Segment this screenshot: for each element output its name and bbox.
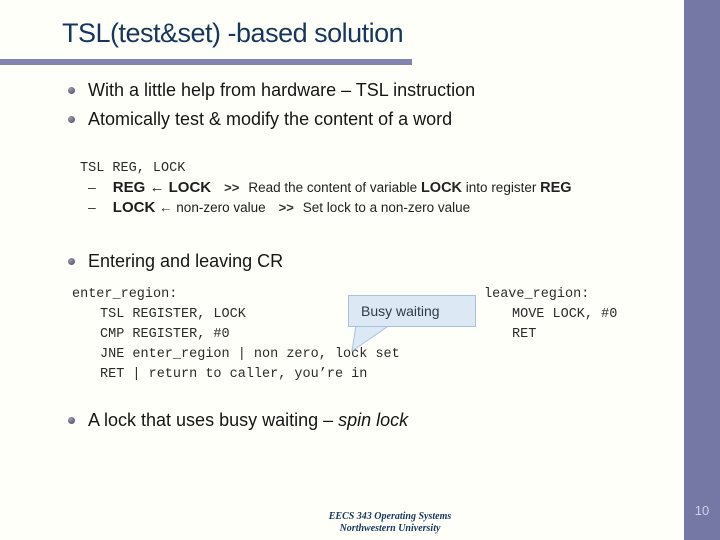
code-line: RET | return to caller, you’re in (100, 367, 368, 382)
spin-lock-label: A lock that uses busy waiting – spin loc… (88, 410, 408, 431)
bullet-atomic-label: Atomically test & modify the content of … (88, 109, 453, 129)
code-line: TSL REGISTER, LOCK (100, 307, 246, 322)
code-line: CMP REGISTER, #0 (100, 327, 230, 342)
bullet-icon (68, 87, 75, 94)
callout-tail (351, 324, 392, 352)
desc-reg-keyword: REG (540, 180, 572, 196)
tsl-set-description: Set lock to a non-zero value (302, 200, 471, 215)
tsl-lhs-lock-nonzero: LOCK ← non-zero value (113, 199, 266, 216)
desc-part: into register (462, 180, 541, 195)
footer-course: EECS 343 Operating Systems (328, 511, 452, 522)
spin-lock-prefix: A lock that uses busy waiting – (88, 410, 339, 430)
tsl-read-description: Read the content of variable LOCK into r… (248, 180, 571, 196)
enter-region-code: enter_region: TSL REGISTER, LOCK CMP REG… (72, 285, 400, 385)
right-accent-bar: 10 (684, 0, 720, 540)
sub-dash: – (88, 179, 96, 195)
note-marker: >> (278, 200, 294, 215)
bullet-spin-lock: A lock that uses busy waiting – spin loc… (68, 410, 408, 431)
cr-heading-label: Entering and leaving CR (88, 251, 284, 271)
bullet-icon (68, 116, 75, 123)
tsl-explain-read: – REG ← LOCK >> Read the content of vari… (88, 179, 572, 196)
bullet-icon (68, 258, 75, 265)
note-marker: >> (224, 180, 240, 195)
bullet-icon (68, 417, 75, 424)
desc-lock-keyword: LOCK (420, 180, 463, 196)
desc-part: Read the content of variable (248, 180, 421, 195)
leave-region-label: leave_region: (484, 287, 590, 302)
busy-waiting-label: Busy waiting (361, 303, 440, 319)
spin-lock-italic: spin lock (338, 410, 409, 430)
bullet-entering-leaving-cr: Entering and leaving CR (68, 251, 283, 272)
tsl-lhs-reg-lock: REG ← LOCK (112, 179, 212, 196)
tsl-instruction: TSL REG, LOCK (80, 161, 186, 176)
bullet-atomic: Atomically test & modify the content of … (68, 109, 452, 130)
leave-region-code: leave_region: MOVE LOCK, #0 RET (484, 285, 617, 345)
enter-region-label: enter_region: (72, 287, 178, 302)
code-line: MOVE LOCK, #0 (512, 307, 618, 322)
bullet-hardware-label: With a little help from hardware – TSL i… (88, 80, 476, 100)
page-title: TSL(test&set) -based solution (62, 18, 404, 48)
bullet-hardware: With a little help from hardware – TSL i… (68, 80, 475, 101)
page-number: 10 (694, 503, 710, 518)
code-line: RET (512, 327, 537, 342)
code-line: JNE enter_region | non zero, lock set (100, 347, 400, 362)
footer-university: Northwestern University (339, 522, 441, 534)
footer-credit: EECS 343 Operating Systems Northwestern … (300, 511, 480, 534)
title-underline (0, 59, 412, 65)
busy-waiting-callout: Busy waiting (348, 295, 476, 327)
lhs-lock-keyword: LOCK (112, 199, 156, 216)
lhs-rest: ← non-zero value (155, 200, 266, 215)
sub-dash: – (88, 199, 96, 215)
tsl-explain-set: – LOCK ← non-zero value >> Set lock to a… (88, 199, 470, 216)
